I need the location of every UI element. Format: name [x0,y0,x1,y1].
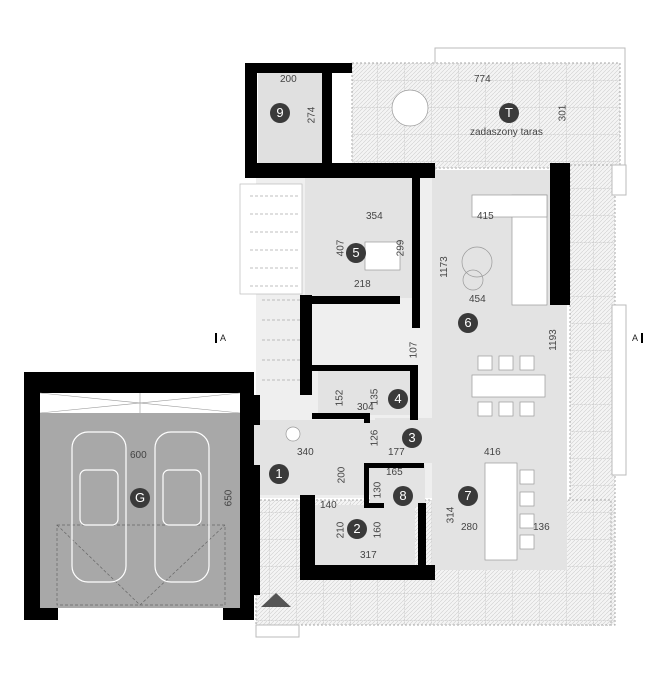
dim-hall-340: 340 [297,447,314,458]
room-5 [305,178,420,298]
room-badge-9: 9 [270,103,290,123]
room-badge-6: 6 [458,313,478,333]
dim-kitchen-416: 416 [484,447,501,458]
dim-r2-317: 317 [360,550,377,561]
dim-r2-160: 160 [372,521,384,539]
terrace-label: zadaszony taras [470,127,543,138]
dim-r3-126: 126 [369,429,381,447]
dim-living-depth: 1173 [438,256,450,278]
room-badge-1: 1 [269,464,289,484]
room-badge-5: 5 [346,243,366,263]
dim-r4-152: 152 [334,389,346,407]
dim-r6-depth: 1193 [547,329,559,351]
staircase [239,183,303,381]
dim-r2-140: 140 [320,500,337,511]
dim-r7-280: 280 [461,522,478,533]
dim-terrace-width: 774 [474,74,491,85]
dim-terrace-depth: 301 [557,104,569,122]
dim-hall-200: 200 [336,466,348,484]
room-badge-3: 3 [402,428,422,448]
entrance-arrow-icon [261,593,291,607]
dim-stair: 107 [408,341,420,359]
room-badge-8: 8 [393,486,413,506]
room-badge-4: 4 [388,389,408,409]
section-marker-left: A [215,333,226,343]
dim-r9-depth: 274 [306,106,318,124]
dim-r3-177: 177 [388,447,405,458]
room-9 [258,72,324,164]
car-right-icon [154,431,210,583]
walls [245,63,570,595]
room-badge-T: T [499,103,519,123]
dim-r8-130: 130 [372,481,384,499]
section-label-left: A [220,333,227,343]
car-left-icon [71,431,127,583]
covered-terrace [351,47,626,184]
dim-r2-210: 210 [335,521,347,539]
section-label-right: A [632,333,639,343]
dim-r5-depth: 407 [335,239,347,257]
dim-r5-bottom: 218 [354,279,371,290]
dim-garage-width: 600 [130,450,147,461]
room-1-hall [250,420,380,495]
dim-r5-width: 354 [366,211,383,222]
dim-r7-136: 136 [533,522,550,533]
room-badge-2: 2 [347,519,367,539]
dim-r7-314: 314 [445,506,457,524]
furniture [285,89,548,561]
dim-r5-inner: 299 [395,239,407,257]
dim-r9-width: 200 [280,74,297,85]
dim-living-bottom: 454 [469,294,486,305]
dim-garage-depth: 650 [223,489,235,507]
section-marker-right: A [632,333,644,343]
room-badge-7: 7 [458,486,478,506]
dim-r8-165: 165 [386,467,403,478]
room-badge-G: G [130,488,150,508]
dim-living-width: 415 [477,211,494,222]
dim-r4-304: 304 [357,402,374,413]
